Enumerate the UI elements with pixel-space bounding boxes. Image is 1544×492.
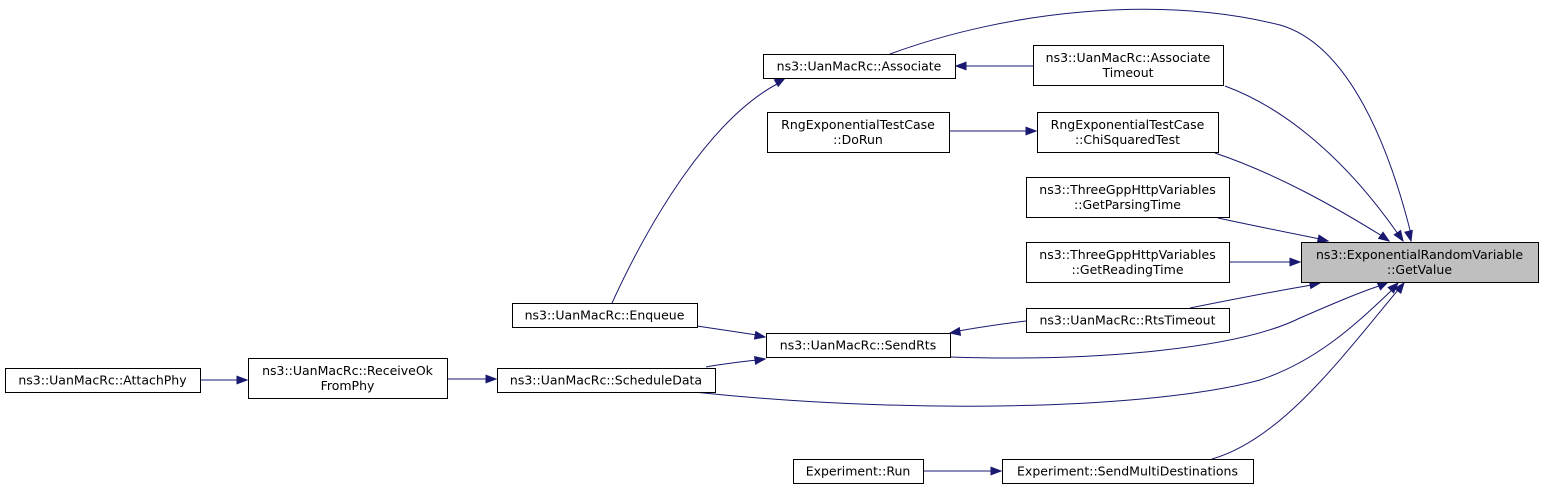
node-box: [5, 368, 201, 393]
arrowhead-icon: [753, 330, 767, 340]
node-box: [763, 54, 956, 79]
edge-line: [1211, 289, 1399, 460]
node-label-line: ::ChiSquaredTest: [1075, 132, 1180, 147]
node-label-line: FromPhy: [321, 378, 375, 393]
node-enqueue[interactable]: ns3::UanMacRc::Enqueue: [512, 303, 698, 328]
arrowhead-icon: [754, 355, 767, 365]
node-schedule-data[interactable]: ns3::UanMacRc::ScheduleData: [497, 368, 716, 393]
edge-attach_phy-to-receive_ok: [200, 375, 249, 385]
arrowhead-icon: [1393, 229, 1404, 243]
node-exp-run[interactable]: Experiment::Run: [793, 459, 924, 484]
edge-associate_timeout-to-associate: [954, 61, 1033, 71]
edge-send_rts-to-getvalue: [949, 281, 1390, 359]
arrowhead-icon: [1376, 281, 1390, 291]
node-send-rts[interactable]: ns3::UanMacRc::SendRts: [766, 333, 951, 358]
node-label-line: ::GetReadingTime: [1071, 262, 1183, 277]
node-box: [512, 303, 698, 328]
arrowhead-icon: [236, 375, 249, 385]
edge-line: [1189, 284, 1313, 309]
arrowhead-icon: [1316, 234, 1330, 244]
arrowhead-icon: [1025, 126, 1038, 136]
node-box: [1033, 45, 1224, 86]
edge-enqueue-to-send_rts: [696, 325, 767, 340]
node-label-line: ns3::ThreeGppHttpVariables: [1039, 247, 1215, 262]
node-box: [766, 333, 951, 358]
node-label-line: Experiment::SendMultiDestinations: [1017, 464, 1238, 479]
node-send-multi[interactable]: Experiment::SendMultiDestinations: [1002, 459, 1254, 484]
node-rng-chisq[interactable]: RngExponentialTestCase::ChiSquaredTest: [1037, 112, 1219, 153]
node-label-line: RngExponentialTestCase: [1051, 117, 1205, 132]
node-label-line: Experiment::Run: [806, 464, 911, 479]
node-box: [1026, 308, 1230, 333]
edge-line: [1217, 217, 1321, 240]
edge-rng_chisq-to-getvalue: [1214, 152, 1391, 242]
node-box: [1037, 112, 1219, 153]
node-box: [497, 368, 716, 393]
edge-rng_dorun-to-rng_chisq: [949, 126, 1038, 136]
edges-layer: [200, 8, 1413, 476]
node-label-line: ::GetParsingTime: [1074, 197, 1181, 212]
node-box: [248, 358, 448, 399]
arrowhead-icon: [485, 374, 498, 384]
edge-line: [696, 325, 758, 336]
node-attach-phy[interactable]: ns3::UanMacRc::AttachPhy: [5, 368, 201, 393]
edge-line: [1224, 85, 1399, 235]
edge-line: [957, 320, 1027, 332]
edge-receive_ok-to-schedule_data: [447, 374, 498, 384]
node-label-line: ns3::UanMacRc::AttachPhy: [18, 373, 187, 388]
node-getvalue[interactable]: ns3::ExponentialRandomVariable::GetValue: [1301, 242, 1539, 283]
node-box: [1002, 459, 1254, 484]
edge-enqueue-to-associate: [611, 77, 787, 304]
node-box: [767, 112, 950, 153]
arrowhead-icon: [1377, 231, 1391, 242]
node-label-line: ::GetValue: [1387, 262, 1452, 277]
node-rng-dorun[interactable]: RngExponentialTestCase::DoRun: [767, 112, 950, 153]
edge-line: [705, 359, 758, 368]
edge-line: [1214, 152, 1383, 237]
node-label-line: ns3::UanMacRc::Associate: [1046, 50, 1211, 65]
edge-rts_timeout-to-getvalue: [1189, 280, 1322, 309]
arrowhead-icon: [1289, 257, 1302, 267]
arrowhead-icon: [948, 326, 962, 336]
edge-parsing_time-to-getvalue: [1217, 217, 1330, 244]
edge-reading_time-to-getvalue: [1229, 257, 1302, 267]
edge-send_multi-to-getvalue: [1211, 281, 1405, 460]
nodes-layer: ns3::ExponentialRandomVariable::GetValue…: [5, 45, 1539, 484]
edge-line: [889, 8, 1412, 235]
node-reading-time[interactable]: ns3::ThreeGppHttpVariables::GetReadingTi…: [1026, 242, 1230, 283]
arrowhead-icon: [954, 61, 967, 71]
node-label-line: ns3::UanMacRc::SendRts: [780, 338, 936, 353]
node-rts-timeout[interactable]: ns3::UanMacRc::RtsTimeout: [1026, 308, 1230, 333]
node-box: [1301, 242, 1539, 283]
edge-associate_timeout-to-getvalue: [1224, 85, 1404, 243]
node-box: [793, 459, 924, 484]
node-label-line: ns3::UanMacRc::Associate: [777, 59, 942, 74]
arrowhead-icon: [1393, 281, 1405, 295]
edge-line: [949, 284, 1383, 359]
node-label-line: ns3::UanMacRc::ScheduleData: [510, 373, 702, 388]
node-label-line: ns3::ExponentialRandomVariable: [1316, 247, 1523, 262]
node-box: [1026, 242, 1230, 283]
edge-line: [611, 83, 778, 304]
edge-associate-to-getvalue: [889, 8, 1413, 243]
edge-line: [684, 289, 1393, 407]
node-label-line: ns3::ThreeGppHttpVariables: [1039, 182, 1215, 197]
edge-exp_run-to-send_multi: [923, 466, 1003, 476]
node-label-line: ns3::UanMacRc::Enqueue: [525, 308, 685, 323]
node-box: [1026, 177, 1230, 218]
node-label-line: ns3::UanMacRc::ReceiveOk: [262, 363, 434, 378]
node-label-line: ns3::UanMacRc::RtsTimeout: [1039, 313, 1215, 328]
node-label-line: RngExponentialTestCase: [781, 117, 935, 132]
arrowhead-icon: [990, 466, 1003, 476]
edge-schedule_data-to-send_rts: [705, 355, 767, 368]
node-label-line: ::DoRun: [833, 132, 883, 147]
edge-rts_timeout-to-send_rts: [948, 320, 1027, 336]
arrowhead-icon: [1404, 229, 1413, 243]
node-label-line: Timeout: [1101, 65, 1153, 80]
node-associate[interactable]: ns3::UanMacRc::Associate: [763, 54, 956, 79]
node-parsing-time[interactable]: ns3::ThreeGppHttpVariables::GetParsingTi…: [1026, 177, 1230, 218]
